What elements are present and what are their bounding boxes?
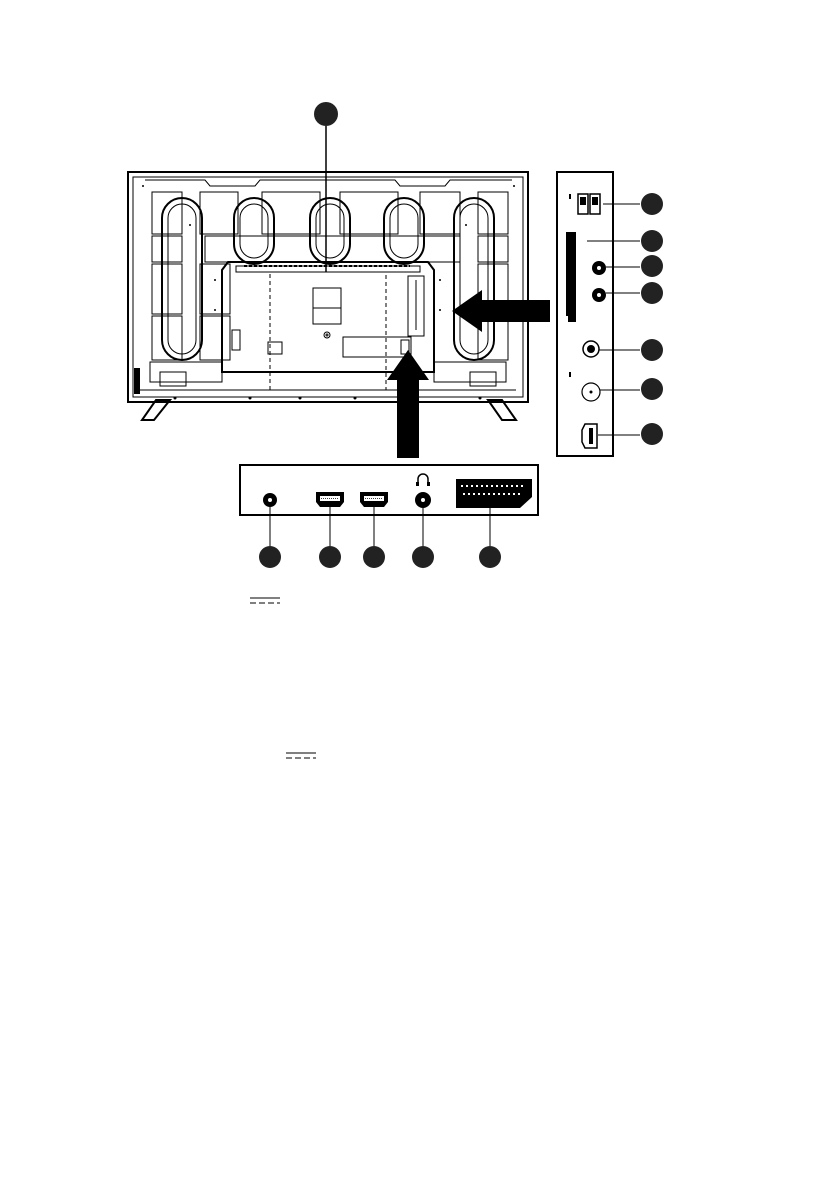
scart-connector [456,479,532,508]
tv-rear-panel [128,172,528,420]
audio-jack-1 [592,261,606,275]
ci-card-slot [566,232,576,322]
headphone-icon [416,474,430,486]
headphone-jack [415,474,431,508]
dc-symbol-1: ⎓ [250,594,309,606]
dc-symbol-2: ⎓ [286,749,345,761]
bottom-connector-panel [240,465,538,515]
rca-jack [583,341,599,357]
antenna-coax [582,383,600,401]
arrow-up [387,350,429,458]
hdmi-1 [316,492,344,507]
mini-usb [582,424,597,448]
side-connector-panel [557,172,613,456]
arrow-right-to-left [452,290,550,332]
screw-dots [142,185,515,400]
callout-top [314,102,338,272]
bottom-callouts [259,507,501,568]
side-callouts [587,193,663,445]
hdmi-2 [360,492,388,507]
audio-jack-2 [592,288,606,302]
dc-power-jack [263,493,277,507]
usb-port-pair [578,194,600,214]
